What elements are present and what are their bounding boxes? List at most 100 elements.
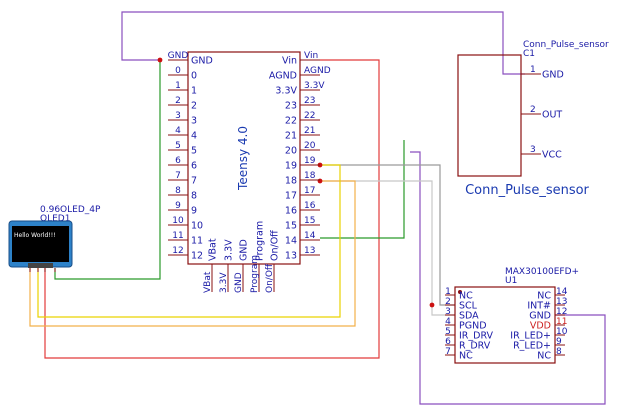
max-right-pin-number: 12: [556, 307, 567, 317]
max-right-pin-number: 10: [556, 327, 568, 337]
max-left-pin-name: NC: [459, 351, 473, 362]
teensy-right-pin-name: 22: [285, 116, 297, 127]
teensy-left-pin-number: 6: [175, 156, 181, 166]
teensy-right-pin-number: 18: [304, 171, 316, 181]
teensy-bottom-pin-name: GND: [239, 239, 250, 261]
wire-pin14-pulse: [320, 140, 405, 239]
teensy-right-pin-name: 3.3V: [275, 86, 297, 97]
teensy-right-pin-name: 21: [285, 131, 297, 142]
max-left-pin-name: PGND: [459, 321, 487, 332]
teensy-bottom-pin-number: VBat: [203, 271, 213, 293]
teensy-right-pin-name: Vin: [282, 56, 297, 67]
teensy-left-pin-number: 1: [175, 81, 181, 91]
teensy-right-pin-number: 15: [304, 216, 315, 226]
pulse-ref: C1: [523, 49, 535, 59]
max-ref: U1: [505, 276, 517, 286]
junction-gnd: [157, 57, 163, 63]
teensy-bottom-pin-number: Program: [250, 255, 260, 293]
teensy-left-pin-name: 10: [191, 221, 203, 232]
teensy-right-pin-name: 20: [285, 146, 297, 157]
teensy-bottom-pin-name: 3.3V: [224, 239, 235, 261]
teensy-left-pin-number: 7: [175, 171, 181, 181]
teensy-right-pin-name: 16: [285, 206, 297, 217]
max-left-pin-number: 6: [445, 337, 451, 347]
pulse-sensor-symbol[interactable]: Conn_Pulse_sensor C1 Conn_Pulse_sensor 1…: [457, 40, 609, 198]
teensy-right-pin-name: AGND: [269, 71, 297, 82]
pulse-pin-number: 2: [530, 105, 536, 115]
teensy-left-pin-name: 0: [191, 71, 197, 82]
teensy-left-pin-name: GND: [191, 56, 213, 67]
max-left-pin-name: SCL: [459, 301, 478, 312]
teensy-left-pin-number: 10: [172, 216, 184, 226]
max-right-pin-name: INT#: [527, 301, 551, 312]
teensy-right-pin-number: 3.3V: [304, 81, 325, 91]
oled-header: [28, 263, 53, 268]
max-left-pin-name: SDA: [459, 311, 479, 322]
teensy-right-pin-name: 14: [285, 236, 297, 247]
max-right-pin-name: IR_LED+: [510, 331, 551, 342]
teensy-right-pin-number: AGND: [304, 66, 331, 76]
teensy-left-pin-number: 8: [175, 186, 181, 196]
max-right-pin-name: NC: [537, 291, 551, 302]
teensy-right-pin-number: 20: [304, 141, 316, 151]
max-pin1-marker: [458, 290, 462, 294]
max-right-pin-number: 13: [556, 297, 567, 307]
max-left-pin-number: 7: [445, 347, 451, 357]
wire-gnd-max: [410, 151, 606, 405]
teensy-left-pin-name: 2: [191, 101, 197, 112]
wire-gnd-oled: [54, 60, 161, 280]
max-left-pin-number: 5: [445, 327, 451, 337]
teensy-bottom-pin-number: GND: [234, 272, 244, 293]
junction-max-sda: [429, 302, 435, 308]
max-right-pin-name: R_LED+: [513, 341, 551, 352]
teensy-left-pin-name: 3: [191, 116, 197, 127]
max-right-pin-name: VDD: [530, 321, 551, 332]
wire-pin18-oled: [29, 180, 356, 327]
teensy-right-pin-number: 19: [304, 156, 316, 166]
max-left-pin-name: IR_DRV: [459, 331, 494, 342]
teensy-right-pins: VinVinAGNDAGND3.3V3.3V232322222121202019…: [269, 51, 331, 262]
max-right-pin-number: 14: [556, 287, 568, 297]
teensy-bottom-pin-number: 3.3V: [219, 272, 229, 293]
teensy-right-pin-number: 17: [304, 186, 315, 196]
teensy-left-pin-name: 1: [191, 86, 197, 97]
junction-pin18: [317, 178, 323, 184]
teensy-left-pin-name: 4: [191, 131, 197, 142]
oled-symbol[interactable]: 0.96OLED_4P OLED1 Hello World!!!: [8, 205, 101, 272]
teensy-right-pin-number: 16: [304, 201, 316, 211]
teensy-right-pin-number: 23: [304, 96, 315, 106]
max-right-pin-number: 11: [556, 317, 567, 327]
oled-value: 0.96OLED_4P: [40, 205, 101, 215]
teensy-right-pin-name: 18: [285, 176, 297, 187]
teensy-left-pin-number: 3: [175, 111, 181, 121]
teensy-right-pin-name: 17: [285, 191, 297, 202]
pulse-pin-name: GND: [542, 70, 564, 81]
pulse-pin-name: OUT: [542, 110, 562, 121]
pulse-pin-name: VCC: [542, 150, 562, 161]
pulse-value: Conn_Pulse_sensor: [523, 40, 609, 50]
teensy-left-pin-name: 8: [191, 191, 197, 202]
oled-screen-text: Hello World!!!: [14, 232, 56, 239]
teensy-title: Teensy 4.0: [236, 126, 250, 191]
teensy-right-pin-number: 21: [304, 126, 315, 136]
teensy-right-pin-number: Vin: [304, 51, 318, 61]
teensy-left-pin-number: 4: [175, 126, 181, 136]
max-value: MAX30100EFD+: [505, 267, 579, 277]
teensy-bottom-pin-number: On/Off: [265, 263, 275, 293]
teensy-right-pin-number: 13: [304, 246, 315, 256]
pulse-pin-number: 1: [530, 65, 536, 75]
wire-pin19-oled: [37, 164, 341, 318]
wire-vin: [44, 59, 380, 359]
wire-pin18-sda: [320, 180, 455, 316]
teensy-left-pin-name: 9: [191, 206, 197, 217]
teensy-left-pin-number: 5: [175, 141, 181, 151]
teensy-right-pin-name: 13: [285, 251, 297, 262]
max-left-pin-number: 1: [445, 287, 451, 297]
pulse-pin-number: 3: [530, 145, 536, 155]
teensy-left-pin-name: 6: [191, 161, 197, 172]
